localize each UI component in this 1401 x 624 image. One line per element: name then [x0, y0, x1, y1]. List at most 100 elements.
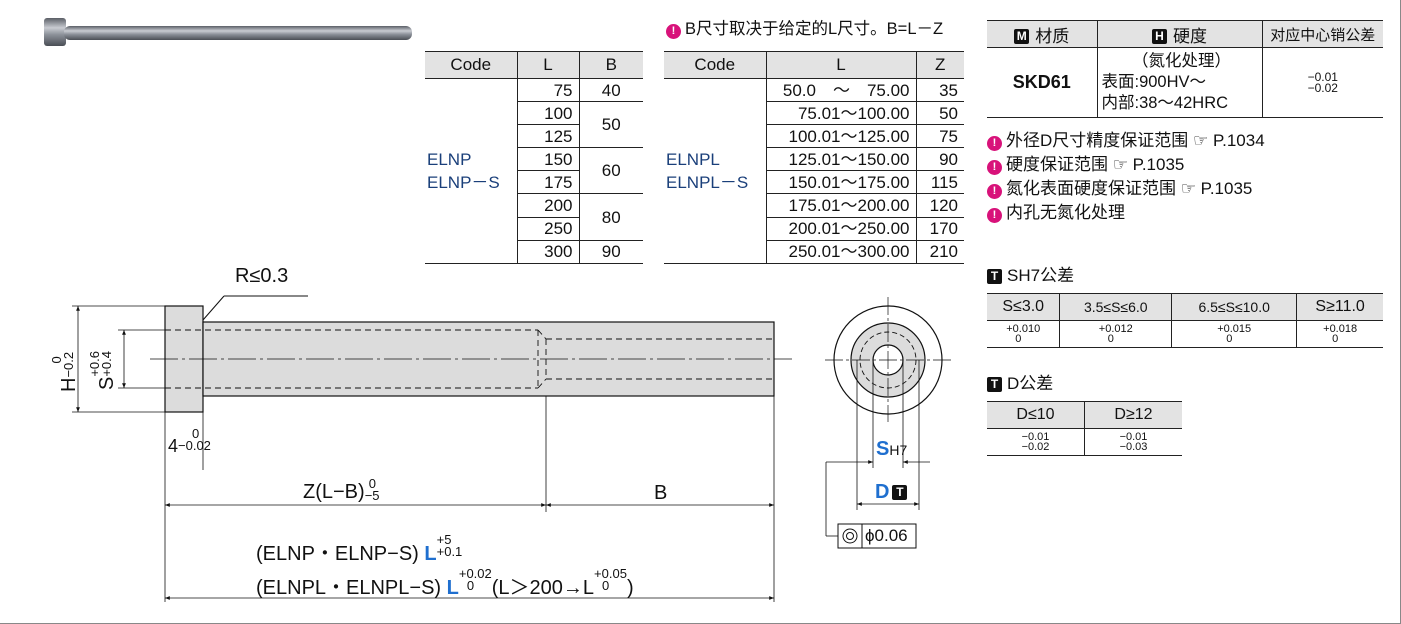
- s-dimension-label: S+0.6+0.4: [87, 350, 118, 390]
- col-code: Code: [664, 51, 766, 79]
- t-icon: T: [892, 485, 908, 500]
- d-col: D≥12: [1084, 401, 1182, 429]
- hardness-header-text: 硬度: [1173, 26, 1207, 46]
- bulb-icon: !: [987, 160, 1002, 175]
- length-table-elnpl: Code L Z ELNPL ELNPL－S 50.0 ～ 75.00 35 7…: [664, 51, 964, 264]
- l-range-cell: 125.01～150.00: [765, 147, 916, 172]
- l-tolerance-line-1: (ELNP・ELNP−S) L+5+0.1: [256, 532, 463, 565]
- l-range-cell: 200.01～250.00: [765, 217, 916, 241]
- l-cell: 300: [516, 240, 579, 264]
- l-range-cell: 175.01～200.00: [765, 193, 916, 218]
- note-item: !外径D尺寸精度保证范围 ☞ P.1034: [987, 129, 1265, 153]
- tol-lower: −0.02: [1307, 80, 1338, 95]
- hardness-line-3: 内部:38～42HRC: [1101, 94, 1229, 112]
- b-dimension-label: B: [654, 482, 668, 504]
- code-cell: ELNP ELNP－S: [425, 78, 517, 264]
- h-icon: H: [1152, 28, 1167, 44]
- sh7-label: SH7: [876, 438, 908, 460]
- b-cell: 80: [578, 193, 643, 241]
- z-cell: 115: [915, 170, 964, 195]
- code-cell: ELNPL ELNPL－S: [664, 78, 766, 264]
- d-tolerance-table: D≤10 D≥12 −0.01−0.02 −0.01−0.03: [987, 401, 1182, 456]
- hardness-value: （氮化处理） 表面:900HV～ 内部:38～42HRC: [1096, 47, 1262, 118]
- l-range-cell: 50.0 ～ 75.00: [765, 78, 916, 103]
- bulb-icon: !: [666, 24, 681, 39]
- l-cell: 250: [516, 217, 579, 241]
- code-elnpl-s: ELNPL－S: [666, 172, 749, 192]
- l-cell: 150: [516, 147, 579, 172]
- s-col: S≥11.0: [1296, 293, 1383, 321]
- tol-upper: −0.01: [1307, 69, 1338, 84]
- note-item: !氮化表面硬度保证范围 ☞ P.1035: [987, 177, 1265, 201]
- z-cell: 35: [915, 78, 964, 103]
- z-cell: 90: [915, 147, 964, 172]
- col-l: L: [765, 51, 916, 79]
- s-col: S≤3.0: [987, 293, 1060, 321]
- d-col: D≤10: [987, 401, 1085, 429]
- col-tolerance: 对应中心销公差: [1261, 20, 1383, 48]
- z-dimension-label: Z(L−B)0−5: [303, 476, 380, 503]
- col-z: Z: [915, 51, 964, 79]
- b-cell: 90: [578, 240, 643, 264]
- notes-list: !外径D尺寸精度保证范围 ☞ P.1034 !硬度保证范围 ☞ P.1035 !…: [987, 129, 1265, 225]
- col-l: L: [516, 51, 579, 79]
- bulb-icon: !: [987, 184, 1002, 199]
- col-code: Code: [425, 51, 517, 79]
- z-cell: 210: [915, 240, 964, 264]
- s-tolerance-table: S≤3.0 3.5≤S≤6.0 6.5≤S≤10.0 S≥11.0 +0.010…: [987, 293, 1383, 348]
- l-range-cell: 150.01～175.00: [765, 170, 916, 195]
- bulb-icon: !: [987, 208, 1002, 223]
- b-cell: 40: [578, 78, 643, 103]
- bulb-icon: !: [987, 136, 1002, 151]
- col-b: B: [578, 51, 643, 79]
- b-cell: 50: [578, 101, 643, 149]
- material-value: SKD61: [1012, 72, 1071, 92]
- l-cell: 200: [516, 193, 579, 218]
- material-header-text: 材质: [1035, 26, 1070, 46]
- col-hardness: H 硬度: [1096, 20, 1262, 48]
- z-cell: 75: [915, 124, 964, 149]
- l-range-cell: 100.01～125.00: [765, 124, 916, 149]
- t-icon: T: [987, 269, 1002, 284]
- s-col: 3.5≤S≤6.0: [1059, 293, 1172, 321]
- l-cell: 100: [516, 101, 579, 126]
- tolerance-value: −0.01 −0.02: [1261, 47, 1383, 118]
- hardness-line-2: 表面:900HV～: [1101, 73, 1207, 91]
- code-elnpl: ELNPL: [666, 149, 720, 169]
- l-cell: 75: [516, 78, 579, 103]
- hardness-line-1: （氮化处理）: [1132, 52, 1231, 70]
- d-tol-cell: −0.01−0.02: [1021, 430, 1050, 453]
- d-tol-cell: −0.01−0.03: [1084, 428, 1182, 456]
- z-cell: 50: [915, 101, 964, 126]
- z-cell: 170: [915, 217, 964, 241]
- s-col: 6.5≤S≤10.0: [1171, 293, 1297, 321]
- table2-note: ! B尺寸取决于给定的L尺寸。B=L－Z: [666, 17, 943, 41]
- b-cell: 60: [578, 147, 643, 195]
- z-cell: 120: [915, 193, 964, 218]
- t-icon: T: [987, 377, 1002, 392]
- code-elnp-s: ELNP－S: [427, 172, 500, 192]
- l-range-cell: 75.01～100.00: [765, 101, 916, 126]
- l-cell: 125: [516, 124, 579, 149]
- concentricity-value: ϕ0.06: [865, 526, 908, 545]
- l-cell: 175: [516, 170, 579, 195]
- radius-label: R≤0.3: [235, 265, 289, 287]
- table2-note-text: B尺寸取决于给定的L尺寸。B=L－Z: [685, 20, 944, 38]
- note-item: !内孔无氮化处理: [987, 201, 1265, 225]
